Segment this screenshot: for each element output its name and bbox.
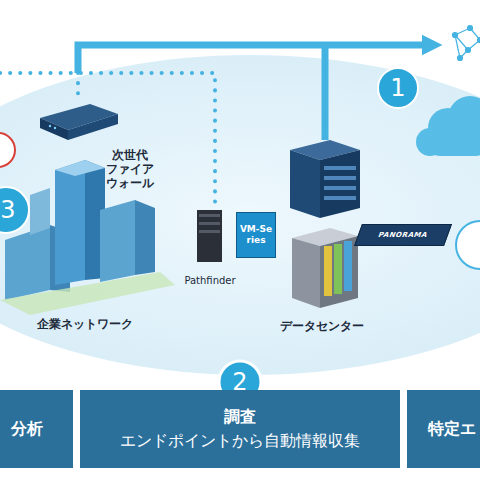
server-rack [344, 241, 352, 291]
callout-number: 2 [232, 368, 247, 396]
node-title: 特定エ [428, 417, 476, 441]
callout-circle [378, 68, 418, 108]
datacenter-chassis [290, 150, 320, 218]
node-title: PANORAMA [377, 231, 429, 239]
firewall-device [68, 114, 118, 140]
endpoint-circle [456, 221, 480, 269]
background-oval [0, 55, 480, 375]
firewall-device [40, 104, 118, 140]
server-rack [320, 236, 358, 308]
flow-arrow [78, 45, 432, 140]
server-rack [292, 238, 320, 308]
network-icon [453, 33, 458, 38]
datacenter-chassis [324, 166, 356, 170]
datacenter-chassis [290, 140, 360, 218]
cloud-icon [428, 128, 480, 156]
network-icon [455, 35, 460, 58]
step-band: 分析 [0, 390, 73, 468]
panorama-box: PANORAMA [354, 224, 452, 246]
building-icon [100, 200, 135, 282]
flow-arrow [322, 45, 329, 140]
network-icon [453, 26, 480, 61]
building-icon [55, 160, 105, 176]
step-band: 特定エ [407, 390, 480, 468]
node-title: 分析 [11, 417, 43, 441]
red-marker [0, 133, 15, 167]
server-rack [292, 228, 358, 308]
building-icon [5, 225, 50, 300]
step-band: 調査エンドポイントから自動情報収集 [80, 390, 400, 468]
device-label: Pathfinder [184, 275, 235, 286]
firewall-device [49, 125, 51, 127]
flow-arrow [78, 45, 432, 73]
datacenter-chassis [324, 186, 356, 190]
server-rack [334, 244, 342, 294]
datacenter-chassis [324, 166, 356, 200]
dotted-link [76, 73, 80, 100]
callout-number: 3 [0, 196, 15, 224]
callout-circle [0, 187, 29, 233]
building-icon [30, 188, 50, 235]
node-title: VM-Series [238, 224, 274, 246]
building-icon [55, 160, 85, 285]
area-label: データセンター [280, 318, 364, 335]
firewall-device [40, 118, 68, 140]
dotted-link [0, 73, 215, 205]
building-icon [135, 200, 155, 275]
datacenter-chassis [324, 176, 356, 180]
red-marker [0, 133, 15, 167]
network-icon [458, 56, 463, 61]
network-icon [468, 26, 473, 31]
background-oval [0, 55, 480, 375]
callout-number: 1 [390, 74, 405, 102]
pathfinder-server [199, 230, 220, 233]
pathfinder-server [199, 222, 220, 225]
pathfinder-server [199, 214, 220, 217]
vm-box: VM-Series [236, 212, 276, 258]
node-body: エンドポイントから自動情報収集 [120, 429, 360, 453]
endpoint-circle [456, 221, 480, 269]
building-icon [0, 272, 175, 315]
area-label: 企業ネットワーク [37, 316, 133, 333]
network-icon [466, 48, 471, 53]
pathfinder-server [197, 210, 222, 262]
callout-circle [0, 68, 418, 403]
network-icon [478, 38, 480, 43]
firewall-device [54, 127, 56, 129]
dotted-link [0, 73, 215, 205]
datacenter-chassis [320, 150, 360, 218]
datacenter-chassis [324, 196, 356, 200]
pathfinder-server [197, 210, 222, 262]
cloud-icon [416, 96, 480, 156]
server-rack [324, 246, 332, 296]
device-label: 次世代 ファイア ウォール [105, 148, 155, 190]
node-title: 調査 [224, 405, 256, 429]
